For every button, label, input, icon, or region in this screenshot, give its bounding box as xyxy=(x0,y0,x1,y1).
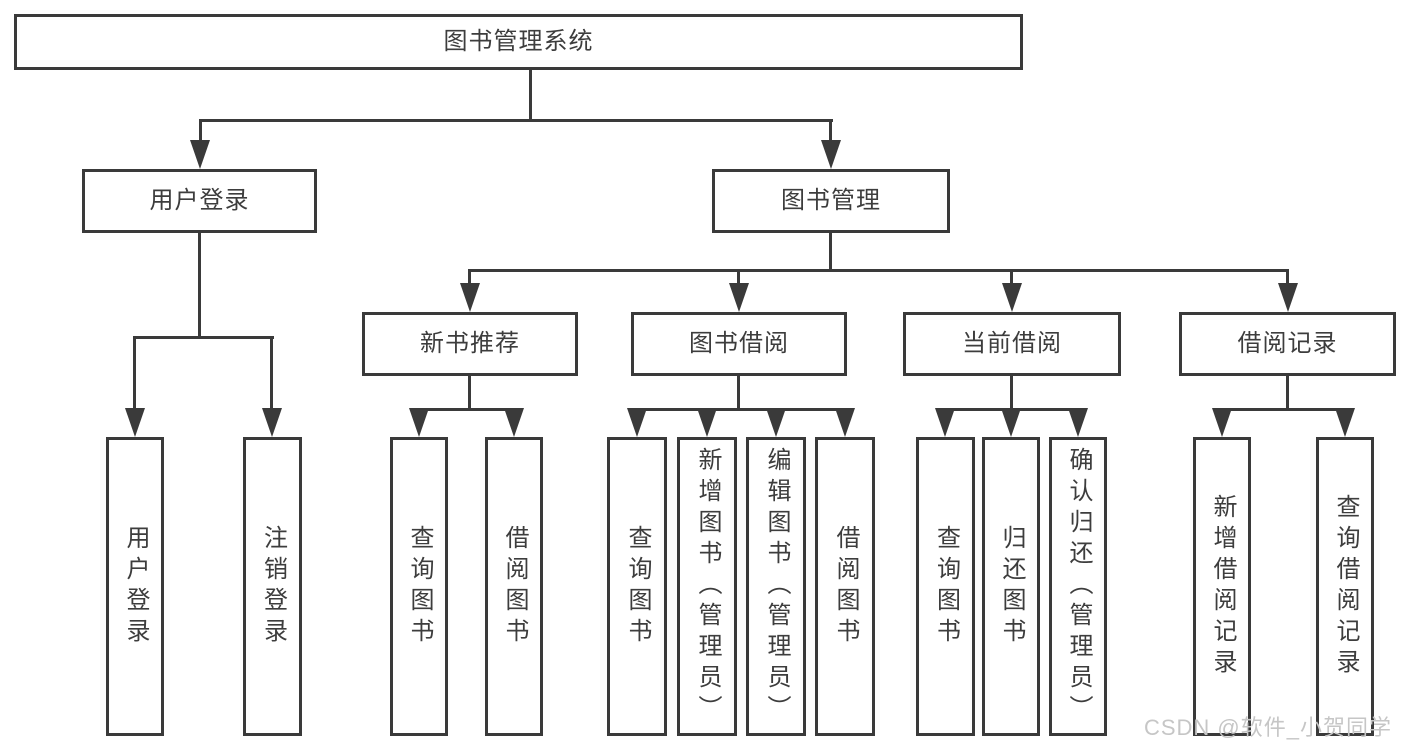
node-leaf-user-login: 用户登录 xyxy=(106,437,164,736)
node-book-management: 图书管理 xyxy=(712,169,950,233)
node-user-login: 用户登录 xyxy=(82,169,317,233)
connector-book-management-stem xyxy=(829,233,832,269)
node-current-borrowing: 当前借阅 xyxy=(903,312,1121,376)
connector-borrow-records-stem xyxy=(1286,376,1289,408)
node-current-borrowing-label: 当前借阅 xyxy=(962,330,1062,357)
node-leaf-edit-book-admin: 编辑图书（管理员） xyxy=(746,437,806,736)
csdn-watermark: CSDN @软件_小贺同学 xyxy=(1143,715,1392,740)
node-root-label: 图书管理系统 xyxy=(443,28,594,55)
node-leaf-add-borrow-record: 新增借阅记录 xyxy=(1193,437,1251,736)
arrow-down-icon xyxy=(935,408,955,437)
node-leaf-return-book-label: 归还图书 xyxy=(998,524,1025,649)
arrow-down-icon xyxy=(729,283,749,312)
connector-borrow-records-branch xyxy=(1220,408,1347,411)
connector-root-branch xyxy=(199,119,833,122)
arrow-down-icon xyxy=(1001,408,1021,437)
node-leaf-recommend-borrow-book-label: 借阅图书 xyxy=(501,524,528,649)
node-borrowing-records: 借阅记录 xyxy=(1179,312,1396,376)
connector-drop-book-management xyxy=(829,119,832,140)
node-leaf-add-book-admin-label: 新增图书（管理员） xyxy=(694,447,721,726)
connector-drop-new-book xyxy=(468,269,471,283)
node-leaf-recommend-query-book-label: 查询图书 xyxy=(406,524,433,649)
connector-drop-book-borrow xyxy=(737,269,740,283)
node-leaf-borrowing-borrow-book-label: 借阅图书 xyxy=(832,524,859,649)
node-leaf-edit-book-admin-label: 编辑图书（管理员） xyxy=(763,447,790,726)
arrow-down-icon xyxy=(504,408,524,437)
arrow-down-icon xyxy=(262,408,282,437)
connector-drop-leaf-logout xyxy=(270,336,273,408)
connector-current-borrow-stem xyxy=(1010,376,1013,408)
node-leaf-borrowing-query-book: 查询图书 xyxy=(607,437,667,736)
arrow-down-icon xyxy=(1278,283,1298,312)
node-leaf-logout: 注销登录 xyxy=(243,437,302,736)
arrow-down-icon xyxy=(1212,408,1232,437)
node-borrowing-records-label: 借阅记录 xyxy=(1237,330,1338,357)
arrow-down-icon xyxy=(627,408,647,437)
connector-new-book-stem xyxy=(468,376,471,408)
arrow-down-icon xyxy=(460,283,480,312)
node-leaf-borrowing-borrow-book: 借阅图书 xyxy=(815,437,875,736)
connector-root-stem xyxy=(529,70,532,119)
node-leaf-add-borrow-record-label: 新增借阅记录 xyxy=(1209,493,1236,680)
arrow-down-icon xyxy=(1335,408,1355,437)
node-leaf-logout-label: 注销登录 xyxy=(259,524,287,649)
node-leaf-current-query-book: 查询图书 xyxy=(916,437,975,736)
node-leaf-recommend-borrow-book: 借阅图书 xyxy=(485,437,543,736)
connector-user-login-branch xyxy=(133,336,274,339)
connector-user-login-stem xyxy=(198,233,201,336)
node-leaf-add-book-admin: 新增图书（管理员） xyxy=(677,437,737,736)
connector-book-management-branch xyxy=(468,269,1289,272)
arrow-down-icon xyxy=(821,140,841,169)
connector-drop-current-borrow xyxy=(1010,269,1013,283)
connector-drop-user-login xyxy=(199,119,202,140)
node-leaf-return-book: 归还图书 xyxy=(982,437,1040,736)
node-leaf-user-login-label: 用户登录 xyxy=(122,524,149,649)
node-leaf-confirm-return-admin-label: 确认归还（管理员） xyxy=(1065,447,1092,726)
node-new-book-recommend-label: 新书推荐 xyxy=(420,330,520,357)
arrow-down-icon xyxy=(409,408,429,437)
connector-new-book-branch xyxy=(417,408,516,411)
connector-book-borrow-stem xyxy=(737,376,740,408)
node-user-login-label: 用户登录 xyxy=(149,187,250,214)
arrow-down-icon xyxy=(766,408,786,437)
connector-book-borrow-branch xyxy=(635,408,847,411)
node-leaf-current-query-book-label: 查询图书 xyxy=(932,524,960,649)
node-leaf-recommend-query-book: 查询图书 xyxy=(390,437,448,736)
arrow-down-icon xyxy=(1068,408,1088,437)
node-new-book-recommend: 新书推荐 xyxy=(362,312,578,376)
node-leaf-borrowing-query-book-label: 查询图书 xyxy=(624,524,651,649)
arrow-down-icon xyxy=(1002,283,1022,312)
node-leaf-confirm-return-admin: 确认归还（管理员） xyxy=(1049,437,1107,736)
node-root-library-system: 图书管理系统 xyxy=(14,14,1023,70)
node-book-borrowing-label: 图书借阅 xyxy=(689,330,789,357)
connector-drop-leaf-user-login xyxy=(133,336,136,408)
connector-drop-borrow-records xyxy=(1286,269,1289,283)
arrow-down-icon xyxy=(125,408,145,437)
node-leaf-query-borrow-record-label: 查询借阅记录 xyxy=(1332,493,1359,680)
arrow-down-icon xyxy=(190,140,210,169)
arrow-down-icon xyxy=(697,408,717,437)
arrow-down-icon xyxy=(835,408,855,437)
node-book-management-label: 图书管理 xyxy=(781,187,881,214)
node-book-borrowing: 图书借阅 xyxy=(631,312,847,376)
node-leaf-query-borrow-record: 查询借阅记录 xyxy=(1316,437,1374,736)
